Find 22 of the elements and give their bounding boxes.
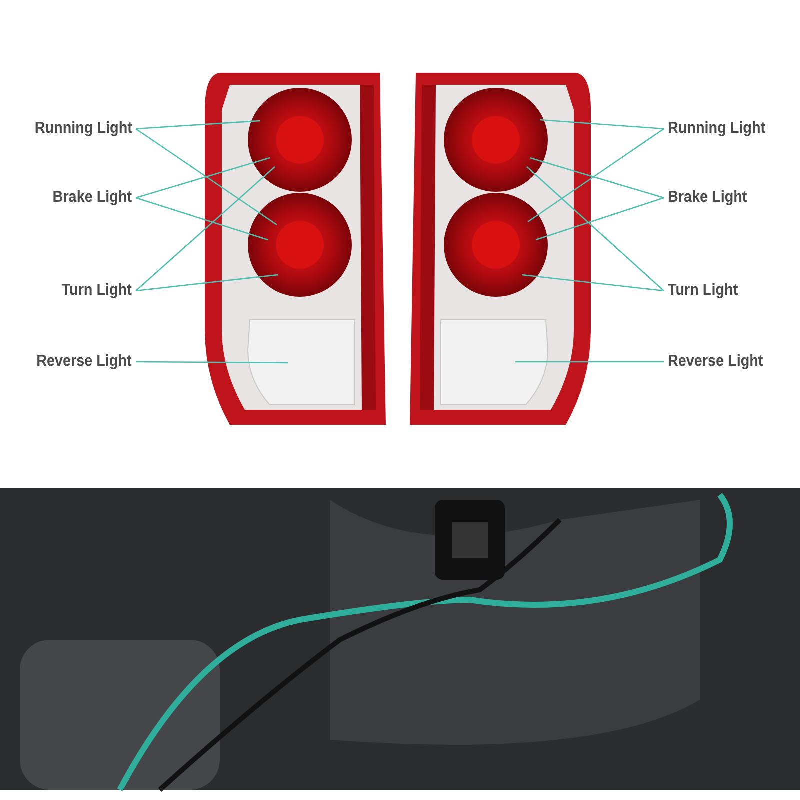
leader-line [536,197,664,241]
callout-label: Running Light [34,119,132,139]
leader-line [136,128,278,226]
leader-line [136,166,276,292]
leader-line [528,128,664,223]
leader-line [136,361,288,364]
leader-line [522,274,664,292]
callout-label: Brake Light [668,188,748,208]
leader-line [526,166,664,292]
leader-line [136,274,278,292]
leader-line [136,197,268,241]
callout-label: Turn Light [668,281,738,301]
leader-line [515,361,664,363]
leader-line [530,157,664,199]
callout-label: Running Light [668,119,766,139]
callout-label: Reverse Light [668,352,764,372]
callout-label: Turn Light [62,281,132,301]
leader-line [540,119,664,130]
leader-line [136,120,260,130]
leader-line [136,157,270,199]
callout-label: Brake Light [52,188,132,208]
callout-label: Reverse Light [36,352,132,372]
